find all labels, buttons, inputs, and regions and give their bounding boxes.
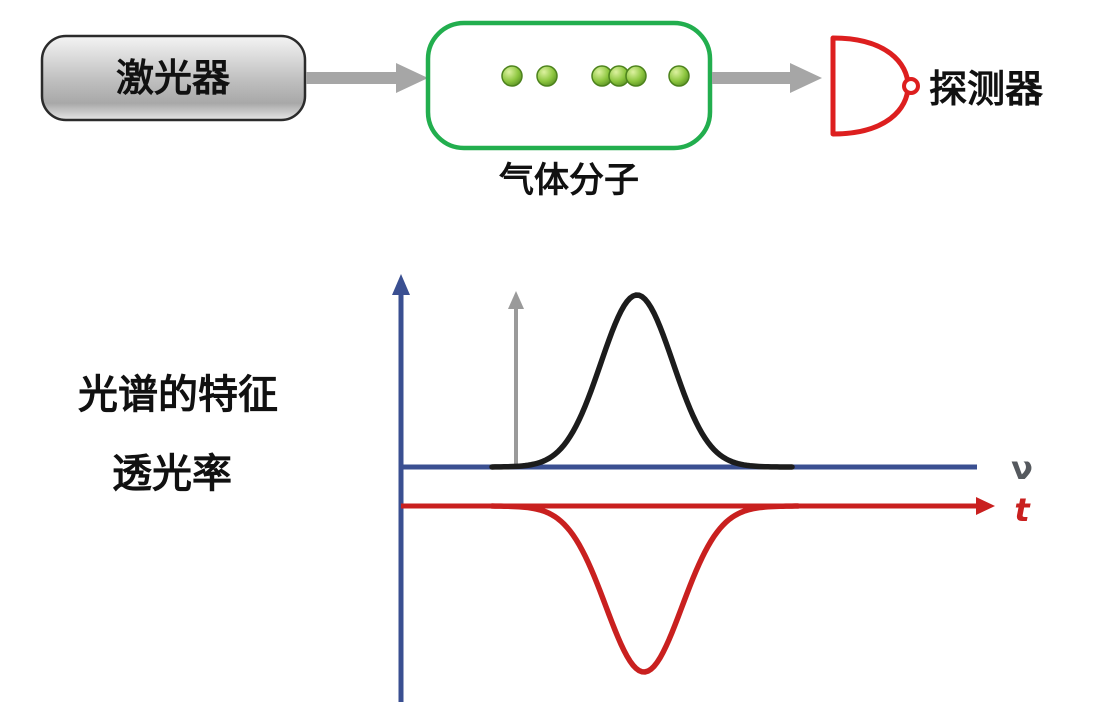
gas-cell-label: 气体分子 bbox=[499, 161, 639, 200]
absorption-curve bbox=[489, 292, 795, 470]
laser-line-marker-arrowhead bbox=[508, 291, 524, 309]
gas-molecule-dot bbox=[668, 65, 690, 87]
transmittance-curve bbox=[489, 503, 801, 675]
gas-cell-box bbox=[425, 20, 713, 151]
laser-box bbox=[40, 34, 307, 122]
apparatus-row: 激光器 气体分子 探测器 bbox=[40, 20, 1044, 200]
gas-molecule-dot bbox=[625, 65, 647, 87]
y-axis-arrowhead bbox=[392, 274, 410, 295]
gas-molecule-dot bbox=[501, 65, 523, 87]
plot-caption-line2: 透光率 bbox=[112, 452, 232, 496]
gas-molecule-dot bbox=[536, 65, 558, 87]
laser-label: 激光器 bbox=[116, 58, 231, 100]
detector-label: 探测器 bbox=[929, 69, 1044, 111]
plot-caption-line1: 光谱的特征 bbox=[78, 373, 278, 417]
beam-arrow-2 bbox=[712, 63, 822, 93]
gas-molecules bbox=[501, 65, 690, 87]
time-axis-arrowhead bbox=[976, 497, 995, 515]
detector-body bbox=[830, 35, 911, 137]
detector-pin bbox=[902, 77, 920, 95]
detector-icon bbox=[830, 35, 920, 137]
time-axis-label: t bbox=[1014, 491, 1031, 529]
spectrum-plot: 光谱的特征 透光率 ν t bbox=[78, 274, 1033, 702]
beam-arrow-1 bbox=[306, 63, 428, 93]
frequency-axis-label: ν bbox=[1011, 449, 1033, 487]
